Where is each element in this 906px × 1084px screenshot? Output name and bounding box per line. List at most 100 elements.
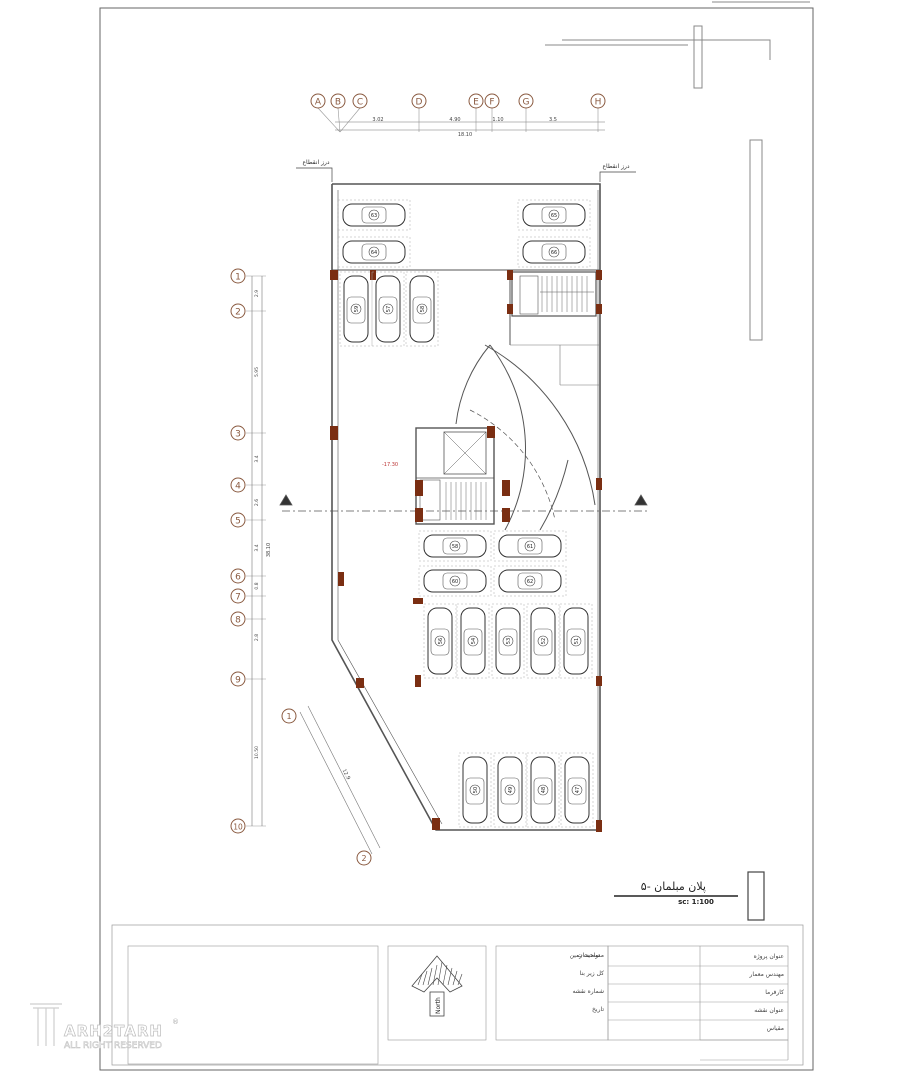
watermark-brand: ARH2TARH xyxy=(64,1022,163,1040)
parking-stall: 51 xyxy=(559,603,593,679)
car-roof xyxy=(465,777,485,805)
col-dim-1: 3.02 xyxy=(372,117,383,123)
car-roof xyxy=(541,243,567,261)
grid-bubble-H: H xyxy=(590,93,606,132)
grid-bubble-8: 8 xyxy=(230,611,266,627)
stall-number: 65 xyxy=(551,213,557,219)
grid-leader-A xyxy=(317,107,341,133)
grid-bubble-D: D xyxy=(411,93,427,132)
angled-bubble-2: 2 xyxy=(356,850,372,866)
grid-label-9: 9 xyxy=(235,676,241,686)
tb-col2-label: شماره نقشه xyxy=(572,988,604,995)
grid-label-5: 5 xyxy=(235,517,241,527)
column xyxy=(356,678,364,688)
column xyxy=(507,304,513,314)
stall-outline xyxy=(337,236,411,268)
column xyxy=(596,676,602,686)
parking-stall: 53 xyxy=(491,603,525,679)
stall-number: 47 xyxy=(575,787,581,793)
north-hatch-line xyxy=(437,961,443,986)
stall-number-circle xyxy=(382,303,394,315)
grid-circle-1 xyxy=(230,268,246,284)
column xyxy=(338,572,344,586)
car-roof xyxy=(566,628,586,656)
column xyxy=(507,270,513,280)
grid-label-A: A xyxy=(315,98,322,108)
level-mark: -17.30 xyxy=(382,462,398,468)
joint-leaders xyxy=(296,167,636,182)
grid-label-H: H xyxy=(595,98,602,108)
stall-number: 53 xyxy=(506,638,512,644)
parking-stall: 63 xyxy=(337,199,411,231)
stall-number: 62 xyxy=(527,579,533,585)
grid-circle-G xyxy=(518,93,534,109)
row-dim-5: 3.4 xyxy=(254,544,260,551)
stall-number-circle xyxy=(449,540,461,552)
stall-outline xyxy=(418,530,492,562)
grid-label-3: 3 xyxy=(235,430,241,440)
stall-outline xyxy=(405,271,439,347)
title-marker-box xyxy=(747,871,765,921)
grid-circle-B xyxy=(330,93,346,109)
plan-scale: sc: 1:100 xyxy=(678,898,714,906)
car-roof xyxy=(533,777,553,805)
stall-outline xyxy=(493,752,527,828)
grid-bubble-B: B xyxy=(330,93,346,133)
stall-number: 49 xyxy=(508,787,514,793)
north-arrow-icon xyxy=(411,955,463,1017)
parking-stall: 47 xyxy=(560,752,594,828)
tb-notes: توضیحات xyxy=(577,952,600,959)
parking-stall: 65 xyxy=(517,199,591,231)
parking-stall: 58 xyxy=(405,271,439,347)
row-dimension-line xyxy=(251,276,263,826)
tb-col2-label: تاریخ xyxy=(592,1006,604,1013)
grid-leader-B xyxy=(337,107,341,133)
stall-outline xyxy=(491,603,525,679)
grid-circle-2 xyxy=(230,303,246,319)
angled-bubble-1-label: 1 xyxy=(286,712,291,721)
car-roof xyxy=(498,628,518,656)
stall-number-circle xyxy=(548,246,560,258)
stall-number: 63 xyxy=(371,213,377,219)
neighbour-lines xyxy=(545,25,771,341)
parking-stall: 56 xyxy=(423,603,457,679)
car-roof xyxy=(442,572,468,590)
stall-outline xyxy=(339,271,373,347)
row-dim-2: 5.95 xyxy=(254,367,260,377)
grid-bubble-4: 4 xyxy=(230,477,266,493)
column xyxy=(370,270,376,280)
grid-circle-8 xyxy=(230,611,246,627)
grid-label-6: 6 xyxy=(235,573,241,583)
stall-number-circle xyxy=(548,209,560,221)
north-hatch-line xyxy=(417,973,423,986)
plan-title: پلان مبلمان -۵ xyxy=(641,880,706,893)
column xyxy=(432,818,440,830)
col-dim-total: 18.10 xyxy=(458,132,472,138)
stair-top-steps xyxy=(541,276,588,312)
stall-number: 66 xyxy=(551,250,557,256)
car-roof xyxy=(541,206,567,224)
parking-stall: 64 xyxy=(337,236,411,268)
stall-outline xyxy=(371,271,405,347)
stall-number-circle xyxy=(368,246,380,258)
stall-number: 57 xyxy=(386,306,392,312)
stall-number: 51 xyxy=(574,638,580,644)
stall-number-circle xyxy=(449,575,461,587)
stall-number-circle xyxy=(434,635,446,647)
north-hatch-line xyxy=(447,967,453,986)
stall-outline xyxy=(458,752,492,828)
grid-label-F: F xyxy=(489,98,494,108)
car-roof xyxy=(430,628,450,656)
grid-label-2: 2 xyxy=(235,308,241,318)
outer-border xyxy=(99,7,814,1071)
stall-number-circle xyxy=(467,635,479,647)
stall-outline xyxy=(526,752,560,828)
row-dim-total: 38.10 xyxy=(266,543,272,557)
grid-circle-6 xyxy=(230,568,246,584)
column xyxy=(330,270,338,280)
stall-outline xyxy=(337,199,411,231)
column xyxy=(502,508,510,522)
